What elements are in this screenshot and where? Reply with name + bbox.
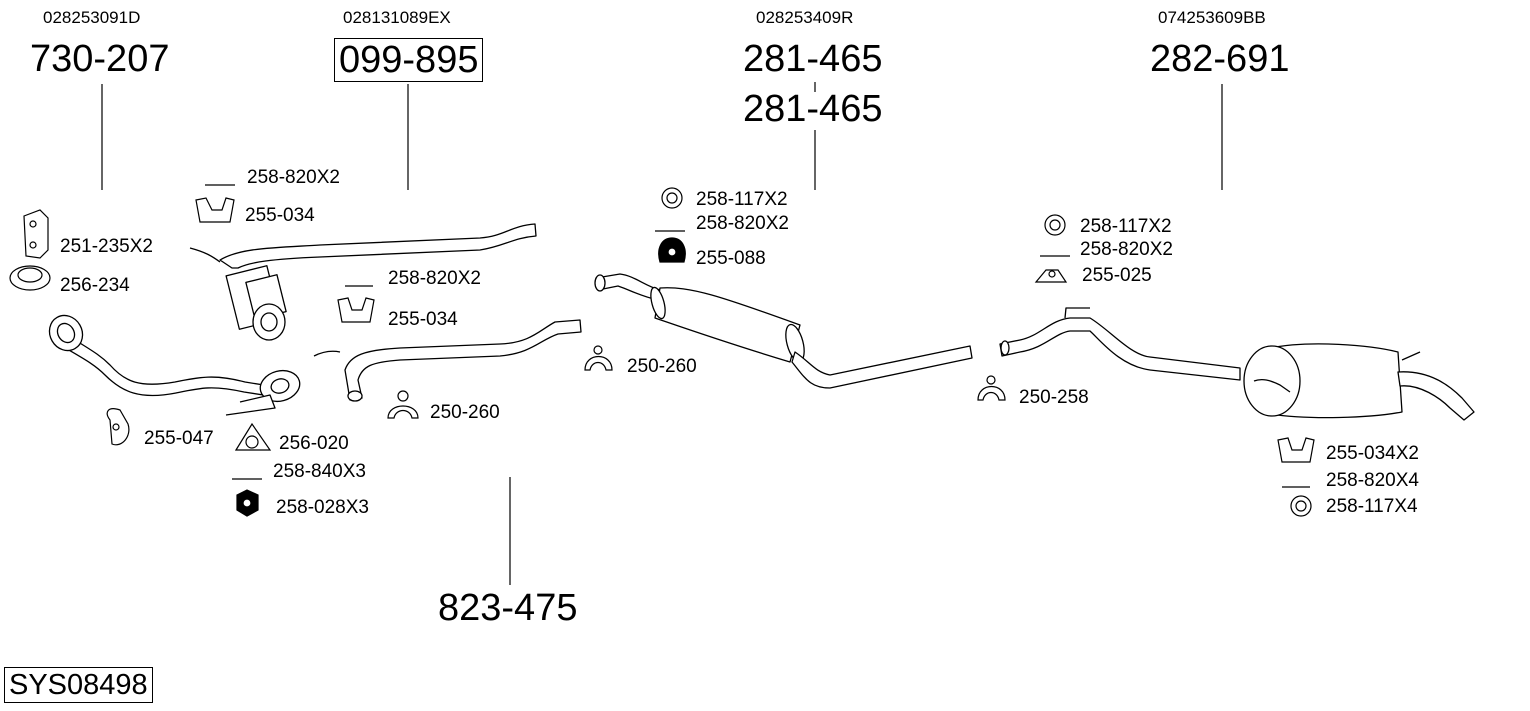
pipe-clamp-icon bbox=[977, 385, 1006, 401]
hanger-clamp-icon bbox=[1277, 437, 1315, 463]
part-number-281-465[interactable]: 281-465 bbox=[743, 38, 883, 80]
part-number-730-207[interactable]: 730-207 bbox=[30, 38, 170, 80]
part-label[interactable]: 255-025 bbox=[1082, 265, 1152, 286]
intermediate-pipe bbox=[313, 319, 582, 402]
pipe-clamp-icon bbox=[584, 355, 613, 371]
part-label[interactable]: 258-820X2 bbox=[388, 268, 481, 289]
part-label[interactable]: 255-034X2 bbox=[1326, 443, 1419, 464]
pipe-clamp-icon bbox=[387, 405, 419, 419]
hanger-clamp-icon bbox=[337, 297, 375, 323]
catalytic-converter bbox=[189, 223, 537, 341]
middle-silencer bbox=[594, 273, 973, 389]
part-number-823-475[interactable]: 823-475 bbox=[438, 587, 578, 629]
rear-silencer bbox=[999, 307, 1475, 421]
part-label[interactable]: 250-260 bbox=[627, 356, 697, 377]
part-label[interactable]: 255-034 bbox=[245, 205, 315, 226]
oem-number: 028253409R bbox=[756, 8, 854, 27]
oem-number: 028131089EX bbox=[343, 8, 451, 27]
part-label[interactable]: 256-234 bbox=[60, 275, 130, 296]
hanger-clamp-icon bbox=[195, 197, 235, 223]
part-label[interactable]: 250-260 bbox=[430, 402, 500, 423]
oem-number: 074253609BB bbox=[1158, 8, 1266, 27]
part-label[interactable]: 251-235X2 bbox=[60, 236, 153, 257]
part-label[interactable]: 256-020 bbox=[279, 433, 349, 454]
part-label[interactable]: 255-047 bbox=[144, 428, 214, 449]
part-label[interactable]: 258-820X2 bbox=[1080, 239, 1173, 260]
part-number-282-691[interactable]: 282-691 bbox=[1150, 38, 1290, 80]
part-label[interactable]: 258-840X3 bbox=[273, 461, 366, 482]
oem-number: 028253091D bbox=[43, 8, 141, 27]
part-label[interactable]: 258-117X2 bbox=[1080, 216, 1172, 237]
part-label[interactable]: 258-820X2 bbox=[696, 213, 789, 234]
part-label[interactable]: 255-034 bbox=[388, 309, 458, 330]
system-code: SYS08498 bbox=[4, 667, 153, 703]
part-number-281-465-repeat[interactable]: 281-465 bbox=[743, 88, 883, 130]
part-label[interactable]: 250-258 bbox=[1019, 387, 1089, 408]
part-label[interactable]: 258-820X2 bbox=[247, 167, 340, 188]
part-label[interactable]: 258-028X3 bbox=[276, 497, 369, 518]
part-label[interactable]: 258-117X2 bbox=[696, 189, 788, 210]
part-label[interactable]: 258-820X4 bbox=[1326, 470, 1419, 491]
front-pipe bbox=[48, 314, 301, 416]
bracket-icon bbox=[23, 209, 49, 259]
part-label[interactable]: 255-088 bbox=[696, 248, 766, 269]
part-number-099-895[interactable]: 099-895 bbox=[334, 38, 484, 82]
part-label[interactable]: 258-117X4 bbox=[1326, 496, 1418, 517]
